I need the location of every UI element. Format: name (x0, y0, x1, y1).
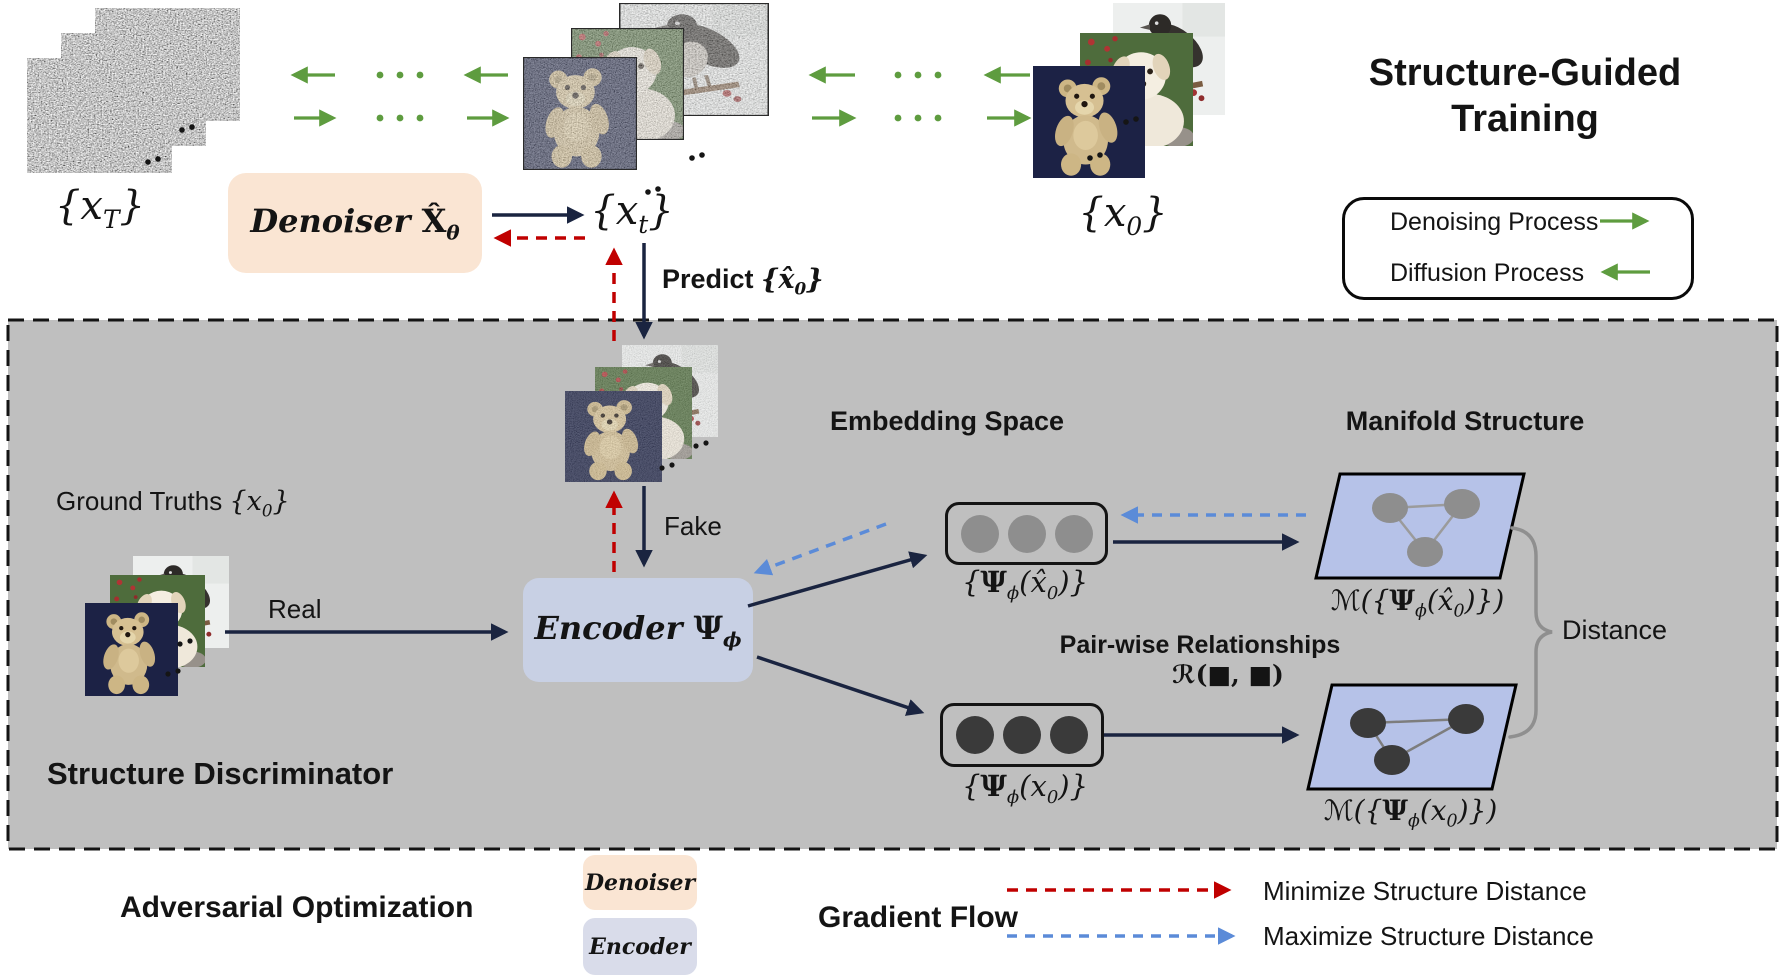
denoiser-chip: Denoiser (583, 855, 697, 910)
distance-brace (1508, 526, 1553, 739)
manifold-real-label: ℳ({Ψϕ(x0)}) (1323, 794, 1498, 832)
xT-label: {xT} (54, 183, 145, 234)
legend-denoising-label: Denoising Process (1390, 208, 1599, 236)
embedding-space-title: Embedding Space (830, 406, 1065, 436)
embedding-dot (1054, 514, 1093, 553)
x0-label: {x0} (1078, 190, 1168, 241)
embedding-dot (960, 514, 999, 553)
xt-label: {xt} (590, 188, 674, 239)
embedding-box-real (940, 703, 1104, 767)
embedding-box-fake (945, 502, 1108, 565)
adversarial-optimization-label: Adversarial Optimization (120, 891, 474, 924)
noisy-teddy-image (523, 57, 637, 170)
gradient-flow-label: Gradient Flow (818, 901, 1019, 934)
minimize-distance-label: Minimize Structure Distance (1263, 876, 1587, 906)
manifold-structure-title: Manifold Structure (1345, 406, 1585, 436)
clean-teddy-image (1033, 66, 1145, 178)
embedding-real-label: {Ψϕ(x0)} (961, 769, 1089, 808)
distance-label: Distance (1562, 615, 1668, 645)
manifold-plane-real (1306, 683, 1518, 791)
pairwise-relationships-label: Pair-wise Relationships (1059, 631, 1341, 659)
manifold-plane-fake (1314, 472, 1526, 580)
embedding-fake-label: {Ψϕ(x̂0)} (961, 565, 1089, 604)
manifold-fake-label: ℳ({Ψϕ(x̂0)}) (1330, 584, 1505, 622)
denoiser-box-label: Denoiser X̂θ (250, 201, 460, 245)
denoiser-box: Denoiser X̂θ (228, 173, 482, 273)
pairwise-formula: ℛ(■, ■) (1172, 660, 1284, 689)
maximize-distance-label: Maximize Structure Distance (1263, 921, 1594, 951)
legend-diffusion-label: Diffusion Process (1390, 259, 1585, 287)
fake-label: Fake (664, 511, 722, 541)
predict-label: Predict {x̂0} (662, 264, 824, 299)
predicted-teddy-image (565, 391, 662, 482)
embedding-dot (1003, 716, 1041, 754)
encoder-box: Encoder Ψϕ (523, 578, 753, 682)
embedding-dot (956, 716, 994, 754)
noise-image-front (27, 58, 172, 173)
real-label: Real (268, 594, 322, 624)
embedding-dot (1050, 716, 1088, 754)
encoder-box-label: Encoder Ψϕ (534, 608, 742, 652)
ground-truths-label: Ground Truths {x0} (56, 486, 290, 521)
structure-discriminator-title: Structure Discriminator (47, 756, 394, 791)
embedding-dot (1007, 514, 1046, 553)
encoder-chip: Encoder (583, 918, 697, 975)
groundtruth-teddy-image (85, 603, 178, 696)
